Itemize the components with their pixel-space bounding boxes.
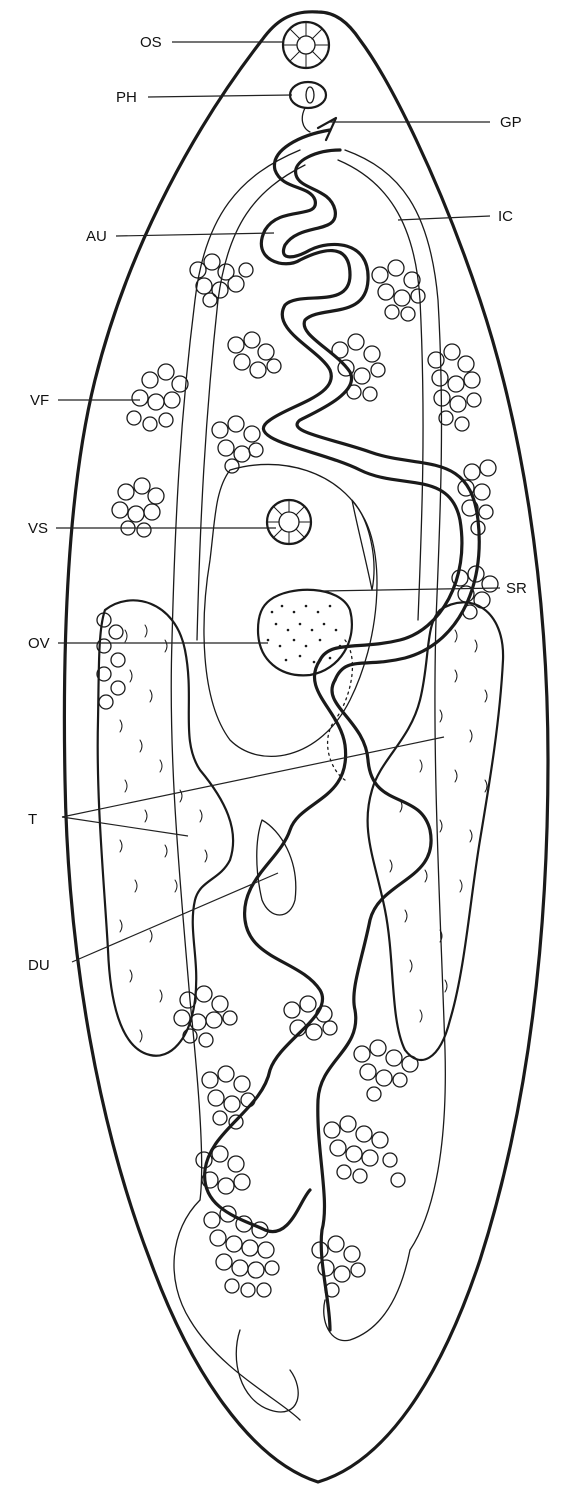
label-au: AU [86,228,107,245]
vitelline-cluster [332,334,385,401]
terminal-loop-left [174,1200,300,1420]
vitelline-follicles [97,254,498,1297]
leader-au [116,233,274,236]
label-vs: VS [28,520,48,537]
testis-left [98,600,233,1055]
label-ic: IC [498,208,513,225]
intestinal-caecum-right-inner [338,160,423,620]
oesophagus [302,108,310,132]
leader-t-right [62,737,444,817]
label-sr: SR [506,580,527,597]
descending-uterus [205,660,346,1232]
ventral-sucker [267,500,311,544]
oral-sucker [283,22,329,68]
leader-t-left [62,817,188,836]
label-ph: PH [116,89,137,106]
vitelline-cluster [354,1040,418,1101]
ascending-uterus-inner [283,150,479,680]
descending-uterus-inner [318,680,431,1330]
intestinal-caecum-left-inner [197,165,305,640]
label-ov: OV [28,635,50,652]
vitelline-cluster [284,996,337,1040]
vitelline-cluster [174,986,237,1047]
label-gp: GP [500,114,522,131]
ascending-uterus [261,130,462,660]
terminal-loop-inner [236,1330,298,1412]
label-os: OS [140,34,162,51]
vitelline-cluster [127,364,188,431]
ovary [258,590,352,676]
leader-ic [398,216,490,220]
pharynx [290,82,326,108]
vitelline-cluster [228,332,281,378]
seminal-receptacle-inner [352,500,374,590]
label-vf: VF [30,392,49,409]
vitelline-cluster [202,1066,255,1129]
label-du: DU [28,957,50,974]
label-t: T [28,811,37,828]
vitelline-cluster [324,1116,405,1187]
vitelline-cluster [428,344,481,431]
